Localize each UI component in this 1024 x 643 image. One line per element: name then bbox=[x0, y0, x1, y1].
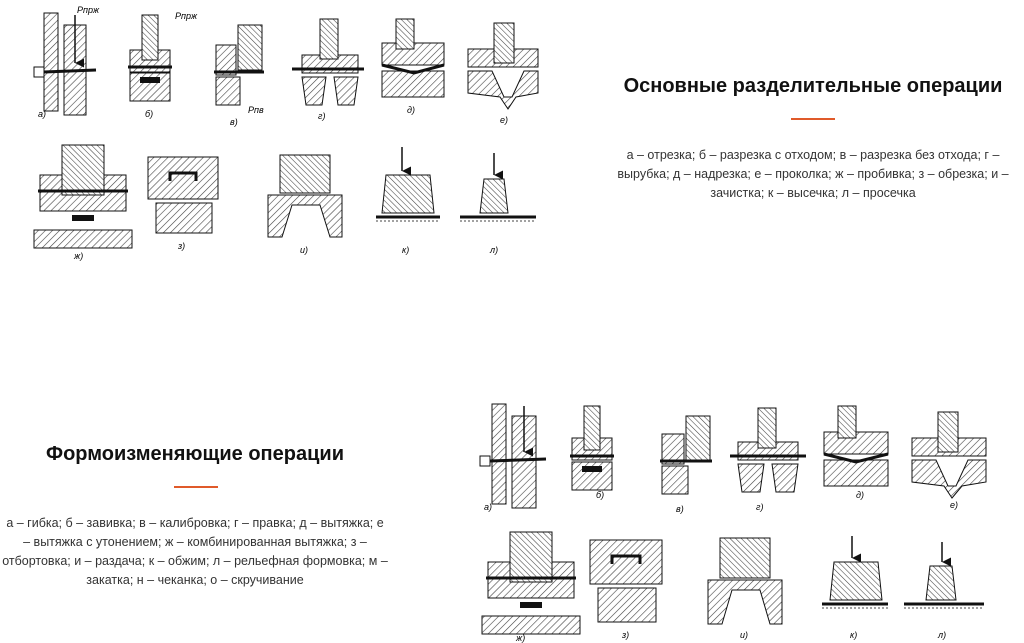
cell-v-bottom: в) bbox=[660, 415, 712, 514]
cell-label-zh: ж) bbox=[73, 251, 83, 261]
section-description-separating: а – отрезка; б – разрезка с отходом; в –… bbox=[617, 148, 1009, 200]
section-title-forming: Формоизменяющие операции bbox=[46, 443, 344, 465]
cell-k-bottom: к) bbox=[822, 536, 888, 640]
cell-b-bottom: б) bbox=[570, 405, 614, 500]
cell-label-b-bottom: б) bbox=[596, 490, 604, 500]
section-description-forming: а – гибка; б – завивка; в – калибровка; … bbox=[2, 516, 388, 587]
cell-label-v-bottom: в) bbox=[676, 504, 684, 514]
cell-d-bottom: д) bbox=[823, 405, 889, 500]
separating-operations-svg: а) Pпрж б) Pпрж в) Pпв bbox=[33, 5, 539, 261]
cell-label-k: к) bbox=[402, 245, 409, 255]
cell-label-a: а) bbox=[38, 109, 46, 119]
cell-a: а) Pпрж bbox=[33, 5, 100, 119]
cell-a-bottom: а) bbox=[479, 403, 547, 512]
cell-i: и) bbox=[267, 154, 343, 255]
cell-i-bottom: и) bbox=[707, 537, 783, 640]
cell-k: к) bbox=[376, 147, 440, 255]
cell-l-bottom: л) bbox=[904, 542, 984, 640]
cell-zh-bottom: ж) bbox=[481, 531, 581, 643]
cell-label-d-bottom: д) bbox=[856, 490, 864, 500]
cell-label-k-bottom: к) bbox=[850, 630, 857, 640]
cell-label-a-bottom: а) bbox=[484, 502, 492, 512]
cell-l: л) bbox=[460, 153, 536, 255]
cell-d: д) bbox=[381, 18, 445, 115]
forming-operations-svg: а) б) в) г) bbox=[479, 403, 987, 643]
title-divider-forming bbox=[174, 486, 218, 488]
cell-v: в) Pпв bbox=[214, 24, 264, 127]
forming-operations-diagram: а) б) в) г) bbox=[476, 398, 1002, 643]
cell-label-i: и) bbox=[300, 245, 308, 255]
cell-e: е) bbox=[467, 22, 539, 125]
cell-label-i-bottom: и) bbox=[740, 630, 748, 640]
cell-g-bottom: г) bbox=[730, 407, 806, 512]
cell-label-d: д) bbox=[407, 105, 415, 115]
cell-label-b: б) bbox=[145, 109, 153, 119]
cell-label-e-bottom: е) bbox=[950, 500, 958, 510]
cell-z: з) bbox=[147, 156, 219, 251]
title-divider bbox=[791, 118, 835, 120]
force-label-hold: Pпрж bbox=[77, 5, 100, 15]
cell-label-z-bottom: з) bbox=[621, 630, 629, 640]
cell-label-g: г) bbox=[318, 111, 325, 121]
section-title-separating: Основные разделительные операции bbox=[623, 75, 1003, 97]
cell-label-v: в) bbox=[230, 117, 238, 127]
cell-g: г) bbox=[292, 18, 364, 121]
separating-operations-diagram: а) Pпрж б) Pпрж в) Pпв bbox=[30, 5, 542, 265]
cell-zh: ж) bbox=[33, 144, 133, 261]
force-label-hold-b: Pпрж bbox=[175, 11, 198, 21]
cell-b: б) Pпрж bbox=[128, 11, 198, 119]
cell-z-bottom: з) bbox=[589, 539, 663, 640]
cell-label-l-bottom: л) bbox=[937, 630, 946, 640]
cell-label-e: е) bbox=[500, 115, 508, 125]
cell-e-bottom: е) bbox=[911, 411, 987, 510]
force-label-counter: Pпв bbox=[248, 105, 264, 115]
cell-label-z: з) bbox=[177, 241, 185, 251]
cell-label-zh-bottom: ж) bbox=[515, 633, 525, 643]
cell-label-l: л) bbox=[489, 245, 498, 255]
cell-label-g-bottom: г) bbox=[756, 502, 763, 512]
